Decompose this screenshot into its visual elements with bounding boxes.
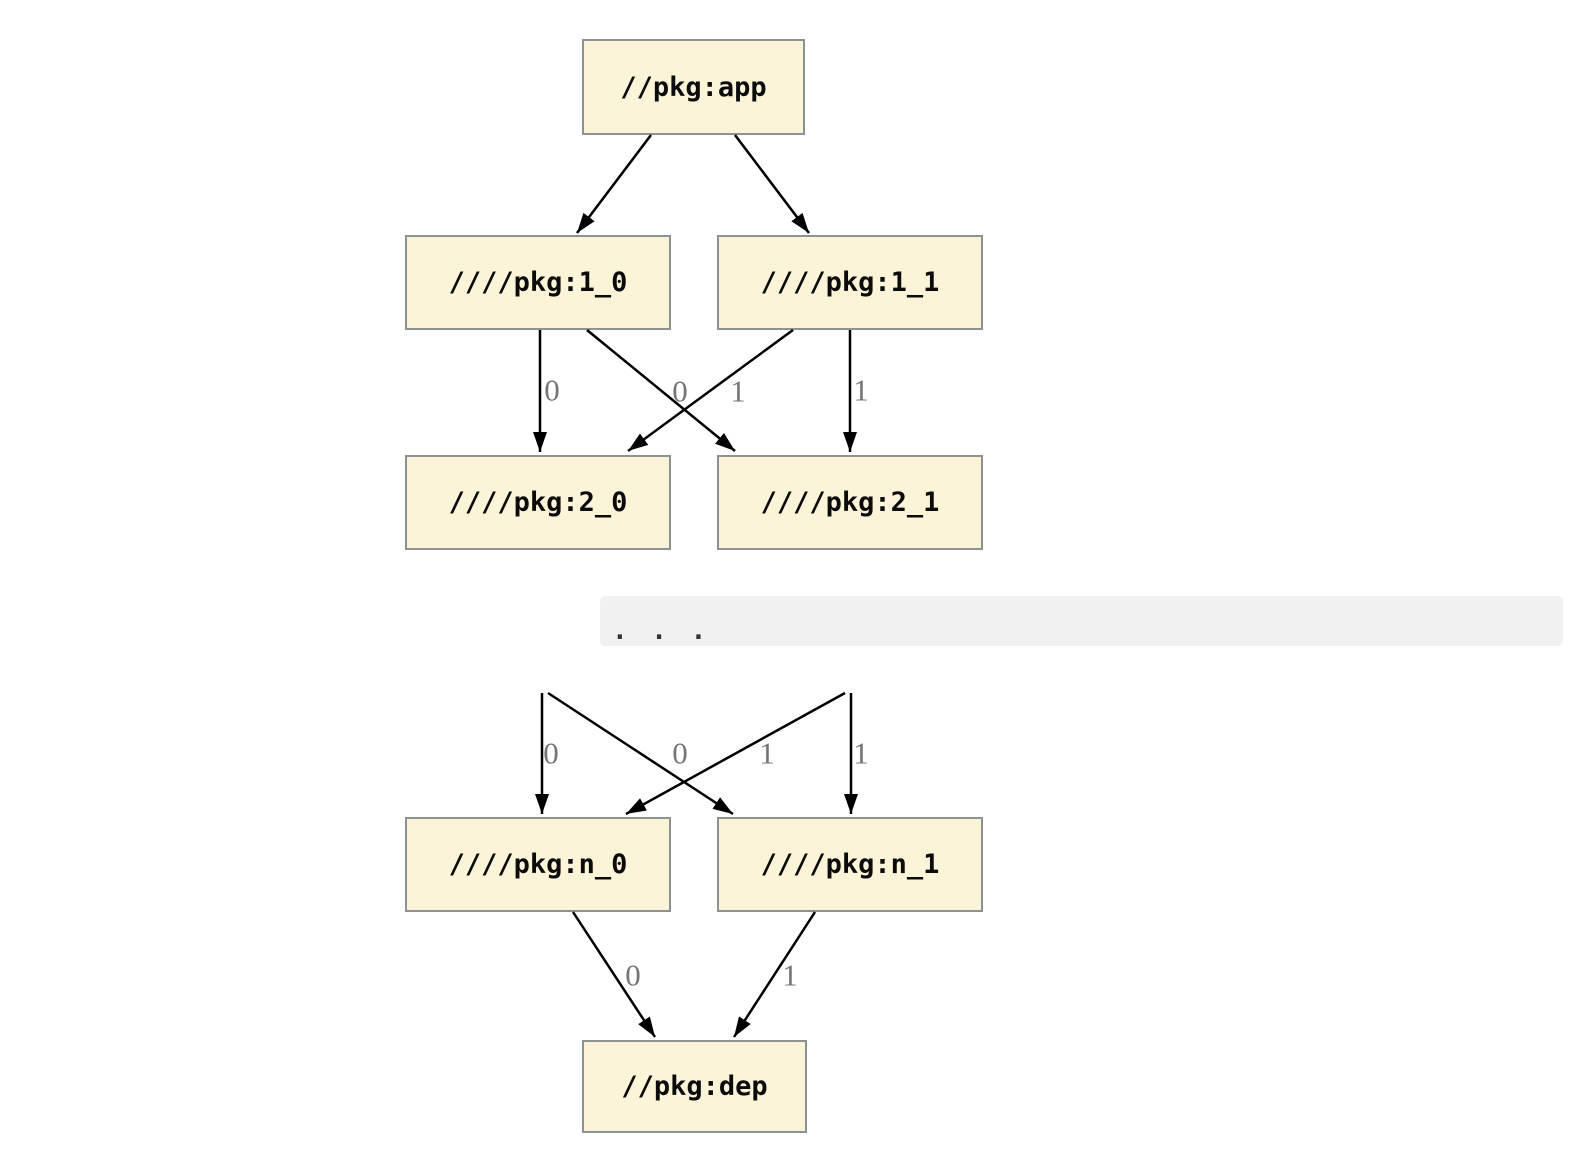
edge-label-n_1-dep: 1 [782, 957, 798, 993]
edge-label-1_1-2_1: 1 [853, 372, 869, 408]
edge-hidden-n_0-diagonal [625, 691, 846, 816]
edge-app-1_0 [576, 134, 652, 234]
edge-n_0-dep [571, 911, 657, 1038]
node-1_0-label: ////pkg:1_0 [448, 267, 628, 298]
node-app: //pkg:app [582, 39, 805, 135]
node-n_0: ////pkg:n_0 [405, 817, 671, 912]
node-1_1: ////pkg:1_1 [717, 235, 983, 330]
node-n_1: ////pkg:n_1 [717, 817, 983, 912]
edge-label-n_0-dep: 0 [625, 957, 641, 993]
node-1_0: ////pkg:1_0 [405, 235, 671, 330]
node-2_0: ////pkg:2_0 [405, 455, 671, 550]
node-1_1-label: ////pkg:1_1 [760, 267, 940, 298]
node-2_1: ////pkg:2_1 [717, 455, 983, 550]
edge-label-1_1-2_0: 0 [672, 373, 688, 409]
node-dep-label: //pkg:dep [621, 1071, 768, 1102]
edge-label-1_0-2_1: 1 [730, 373, 746, 409]
edge-hidden-n_1-diagonal [547, 691, 734, 816]
ellipsis-band: . . . [600, 596, 1563, 646]
node-n_1-label: ////pkg:n_1 [760, 849, 940, 880]
node-dep: //pkg:dep [582, 1040, 807, 1133]
edge-1_1-2_0 [627, 328, 794, 453]
node-2_1-label: ////pkg:2_1 [760, 487, 940, 518]
edge-label-hidden-n_0-d: 0 [672, 735, 688, 771]
node-app-label: //pkg:app [620, 71, 767, 103]
node-2_0-label: ////pkg:2_0 [448, 487, 628, 518]
edge-1_0-2_1 [586, 329, 736, 452]
edge-app-1_1 [734, 134, 810, 234]
edge-n_1-dep [732, 911, 817, 1038]
node-n_0-label: ////pkg:n_0 [448, 849, 628, 880]
ellipsis-dots: . . . [612, 616, 711, 646]
edge-label-hidden-n_1-v: 1 [853, 735, 869, 771]
edge-label-hidden-n_0-v: 0 [543, 735, 559, 771]
edge-label-1_0-2_0: 0 [544, 372, 560, 408]
edge-label-hidden-n_1-d: 1 [759, 735, 775, 771]
